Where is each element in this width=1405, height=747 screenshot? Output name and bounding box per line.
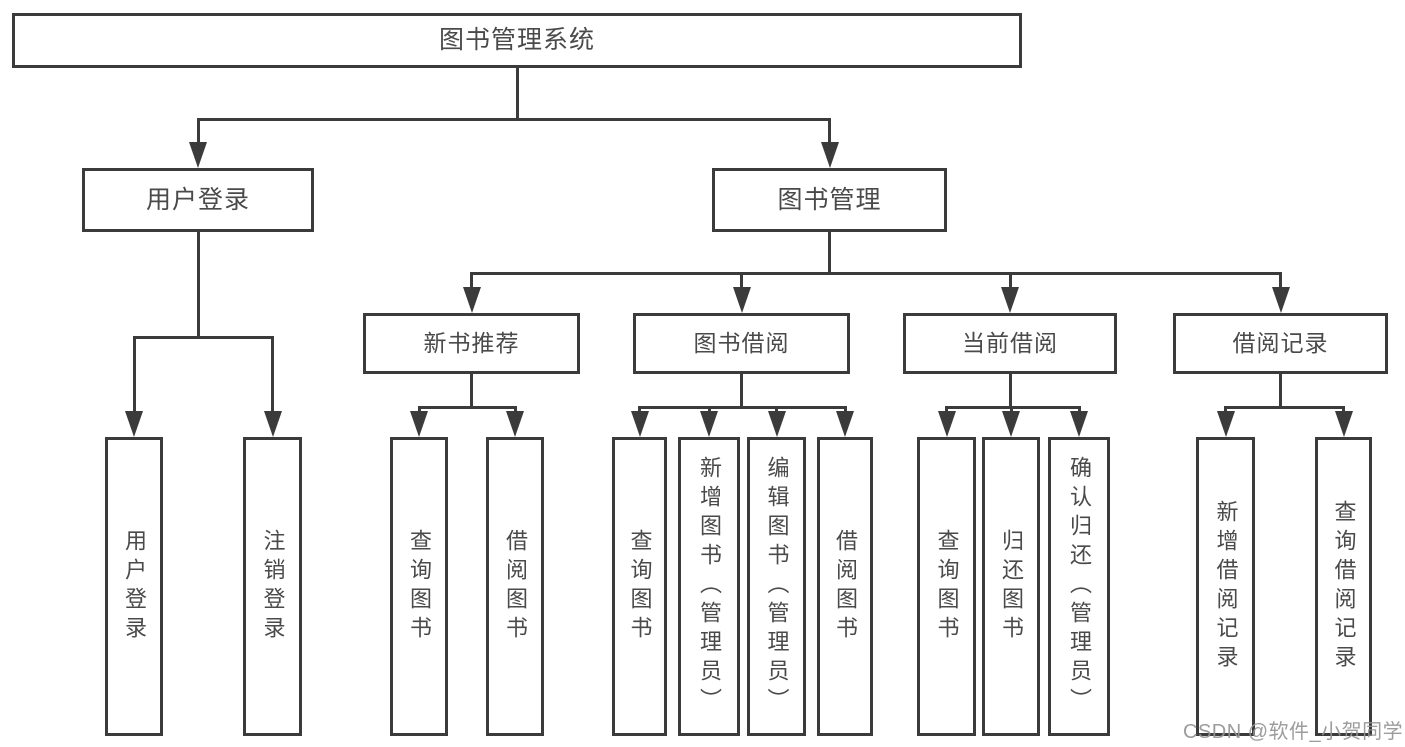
- node-leaf-query-borrow-record: 查询借阅记录: [1315, 437, 1372, 736]
- node-label: 查询借阅记录: [1331, 499, 1357, 674]
- arrow-down-icon: [410, 411, 428, 437]
- node-leaf-query-book-1: 查询图书: [390, 437, 448, 736]
- node-label: 用户登录: [145, 185, 250, 214]
- arrow-down-icon: [732, 287, 751, 313]
- arrow-down-icon: [1070, 411, 1088, 437]
- node-leaf-add-borrow-record: 新增借阅记录: [1196, 437, 1255, 736]
- arrow-down-icon: [1271, 287, 1290, 313]
- arrow-down-icon: [937, 411, 956, 437]
- edge-arrow-stem: [513, 406, 517, 413]
- arrow-down-icon: [189, 142, 207, 168]
- arrow-down-icon: [767, 411, 786, 437]
- arrow-down-icon: [1216, 411, 1235, 437]
- node-new-rec: 新书推荐: [363, 313, 580, 374]
- edge-arrow-stem: [1009, 406, 1013, 413]
- arrow-down-icon: [836, 411, 854, 437]
- edge-arrow-stem: [638, 406, 641, 413]
- arrow-down-icon: [820, 142, 839, 168]
- edge-bar: [945, 406, 1081, 409]
- edge-bar: [1224, 406, 1345, 409]
- node-book-borrow: 图书借阅: [633, 313, 850, 374]
- arrow-down-icon: [700, 411, 718, 437]
- arrow-down-icon: [506, 411, 524, 437]
- node-label: 注销登录: [260, 528, 286, 645]
- edge-arrow-stem: [271, 336, 274, 413]
- node-label: 确认归还（管理员）: [1067, 456, 1092, 717]
- node-label: 图书借阅: [693, 330, 790, 356]
- node-label: 当前借阅: [962, 330, 1058, 356]
- node-leaf-logout: 注销登录: [243, 437, 302, 736]
- edge-bar: [417, 406, 517, 409]
- node-label: 归还图书: [999, 528, 1024, 645]
- node-leaf-confirm-return: 确认归还（管理员）: [1048, 437, 1110, 736]
- arrow-down-icon: [1334, 411, 1353, 437]
- edge-arrow-stem: [1077, 406, 1081, 413]
- node-label: 图书管理: [777, 185, 882, 214]
- node-label: 查询图书: [934, 528, 960, 645]
- edge-stem: [1279, 374, 1282, 409]
- node-label: 查询图书: [627, 528, 653, 645]
- edge-arrow-stem: [707, 406, 711, 413]
- arrow-down-icon: [462, 287, 481, 313]
- edge-stem: [470, 374, 473, 409]
- edge-bar: [638, 406, 847, 409]
- edge-arrow-stem: [828, 118, 831, 144]
- node-leaf-borrow-book-2: 借阅图书: [817, 437, 873, 736]
- node-leaf-user-login: 用户登录: [105, 437, 163, 736]
- arrow-down-icon: [630, 411, 649, 437]
- edge-arrow-stem: [132, 336, 136, 413]
- node-label: 图书管理系统: [438, 26, 595, 54]
- node-leaf-borrow-book-1: 借阅图书: [486, 437, 544, 736]
- arrow-down-icon: [1001, 287, 1019, 313]
- edge-arrow-stem: [945, 406, 948, 413]
- edge-arrow-stem: [1008, 272, 1012, 289]
- node-label: 新增图书（管理员）: [697, 456, 722, 717]
- edge-arrow-stem: [470, 272, 473, 289]
- edge-stem: [196, 232, 200, 339]
- arrow-down-icon: [263, 411, 282, 437]
- node-label: 借阅记录: [1232, 330, 1329, 356]
- edge-bar: [196, 118, 831, 121]
- edge-stem: [1008, 374, 1012, 409]
- node-leaf-edit-book: 编辑图书（管理员）: [747, 437, 806, 736]
- node-book-mgmt: 图书管理: [712, 168, 947, 232]
- arrow-down-icon: [125, 411, 143, 437]
- node-label: 借阅图书: [833, 528, 858, 645]
- edge-stem: [828, 232, 831, 275]
- edge-arrow-stem: [196, 118, 200, 144]
- edge-arrow-stem: [843, 406, 847, 413]
- edge-arrow-stem: [740, 272, 743, 289]
- edge-bar: [132, 336, 274, 339]
- edge-arrow-stem: [1279, 272, 1282, 289]
- node-leaf-query-book-3: 查询图书: [917, 437, 976, 736]
- node-label: 新书推荐: [423, 330, 520, 356]
- edge-arrow-stem: [775, 406, 778, 413]
- node-current-borrow: 当前借阅: [903, 313, 1117, 374]
- edge-arrow-stem: [417, 406, 421, 413]
- node-label: 用户登录: [122, 528, 147, 645]
- node-borrow-record: 借阅记录: [1173, 313, 1388, 374]
- node-leaf-add-book: 新增图书（管理员）: [678, 437, 740, 736]
- node-label: 借阅图书: [503, 528, 528, 645]
- edge-arrow-stem: [1224, 406, 1227, 413]
- watermark: CSDN @软件_小贺同学: [1183, 721, 1404, 743]
- node-user-login: 用户登录: [82, 168, 314, 232]
- node-label: 查询图书: [407, 528, 432, 645]
- edge-stem: [515, 68, 519, 121]
- edge-stem: [740, 374, 743, 409]
- edge-arrow-stem: [1342, 406, 1345, 413]
- node-root: 图书管理系统: [12, 13, 1022, 68]
- node-label: 新增借阅记录: [1213, 499, 1239, 674]
- node-leaf-query-book-2: 查询图书: [612, 437, 667, 736]
- node-label: 编辑图书（管理员）: [764, 456, 790, 717]
- arrow-down-icon: [1002, 411, 1020, 437]
- edge-bar: [470, 272, 1282, 275]
- node-leaf-return-book: 归还图书: [982, 437, 1040, 736]
